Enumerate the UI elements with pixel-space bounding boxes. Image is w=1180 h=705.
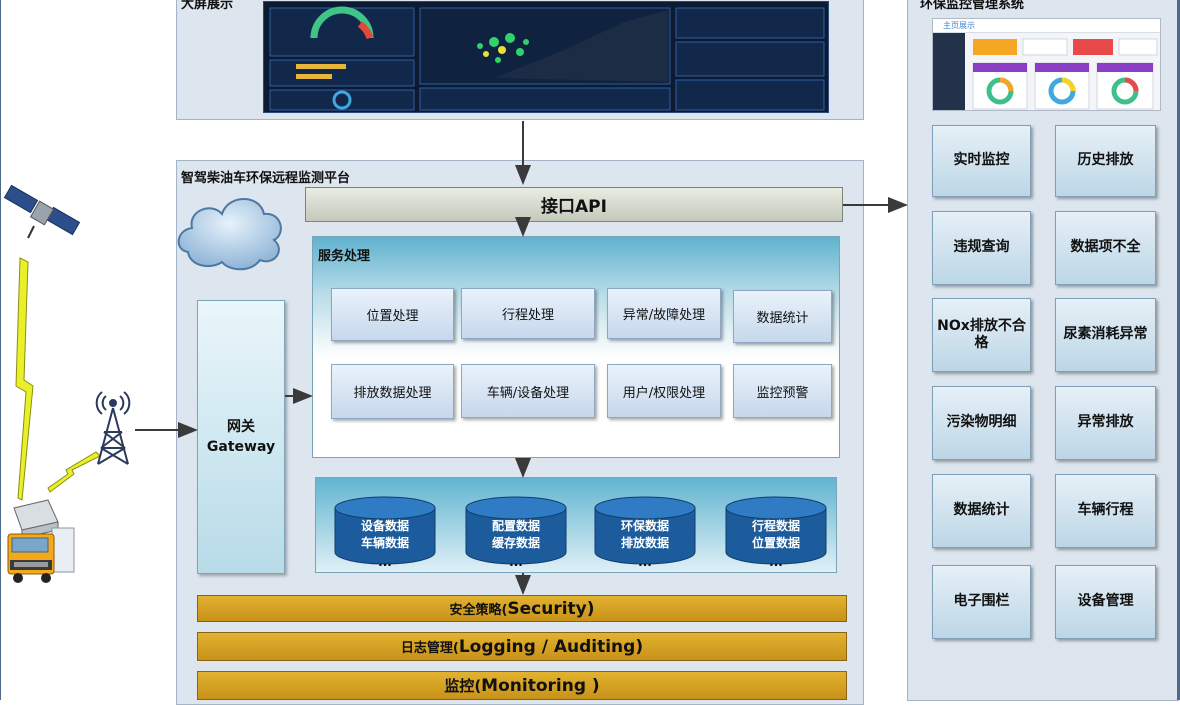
- feature-vehicle-trip: 车辆行程: [1055, 474, 1156, 548]
- api-bar: 接口API: [305, 187, 843, 222]
- database-cylinder: 设备数据 车辆数据 ...: [334, 496, 436, 569]
- monitoring-bar: 监控(Monitoring ): [197, 671, 847, 700]
- database-cylinder: 行程数据 位置数据 ...: [725, 496, 827, 569]
- database-cylinder: 环保数据 排放数据 ...: [594, 496, 696, 569]
- service-panel: 服务处理: [312, 236, 840, 458]
- feature-pollutant-detail: 污染物明细: [932, 386, 1031, 460]
- cell-tower-icon: [95, 391, 131, 465]
- service-title: 服务处理: [318, 249, 371, 264]
- logging-bar: 日志管理( Logging / Auditing): [197, 632, 847, 661]
- api-label: 接口API: [541, 197, 607, 217]
- gateway-box: 网关 Gateway: [197, 300, 285, 574]
- frame-right: [1177, 0, 1180, 700]
- feature-geofence: 电子围栏: [932, 565, 1031, 639]
- feature-data-statistics: 数据统计: [932, 474, 1031, 548]
- feature-device-management: 设备管理: [1055, 565, 1156, 639]
- database-icon: [725, 496, 827, 565]
- management-system-title: 环保监控管理系统: [920, 0, 1025, 12]
- truck-icon: [7, 527, 75, 583]
- feature-realtime-monitoring: 实时监控: [932, 125, 1031, 197]
- database-icon: [465, 496, 567, 565]
- cloud-icon: [177, 198, 282, 271]
- gateway-label-en: Gateway: [206, 439, 276, 455]
- big-screen-title: 大屏展示: [181, 0, 234, 12]
- feature-history-emission: 历史排放: [1055, 125, 1156, 197]
- home-page-thumbnail: 主页展示: [932, 18, 1161, 111]
- lightning-bolt-icon: [47, 451, 101, 493]
- service-item-trip: 行程处理: [461, 288, 595, 339]
- feature-violation-query: 违规查询: [932, 211, 1031, 285]
- thumbnail-graphic: [972, 38, 1158, 110]
- feature-nox-fail: NOx排放不合格: [932, 298, 1031, 372]
- big-screen-image: [263, 1, 829, 113]
- gateway-label-cn: 网关: [227, 419, 255, 435]
- service-item-user: 用户/权限处理: [607, 364, 721, 418]
- database-icon: [334, 496, 436, 565]
- service-item-alarm: 监控预警: [733, 364, 832, 418]
- service-item-fault: 异常/故障处理: [607, 288, 721, 339]
- security-bar: 安全策略( Security): [197, 595, 847, 622]
- feature-urea-abnormal: 尿素消耗异常: [1055, 298, 1156, 372]
- platform-title: 智驾柴油车环保远程监测平台: [181, 171, 351, 186]
- feature-incomplete-data: 数据项不全: [1055, 211, 1156, 285]
- database-icon: [594, 496, 696, 565]
- service-item-location: 位置处理: [331, 288, 454, 341]
- terminal-device-icon: [13, 499, 59, 539]
- lightning-bolt-icon: [15, 257, 34, 501]
- satellite-icon: [3, 184, 81, 239]
- big-screen-graphic: [269, 6, 825, 111]
- service-item-stats: 数据统计: [733, 290, 832, 343]
- frame-left: [0, 0, 1, 700]
- database-cylinder: 配置数据 缓存数据 ...: [465, 496, 567, 569]
- service-item-emission: 排放数据处理: [331, 364, 454, 419]
- feature-abnormal-emission: 异常排放: [1055, 386, 1156, 460]
- service-item-vehicle: 车辆/设备处理: [461, 364, 595, 418]
- big-screen-panel: 大屏展示: [176, 0, 864, 120]
- thumbnail-header: 主页展示: [943, 21, 975, 30]
